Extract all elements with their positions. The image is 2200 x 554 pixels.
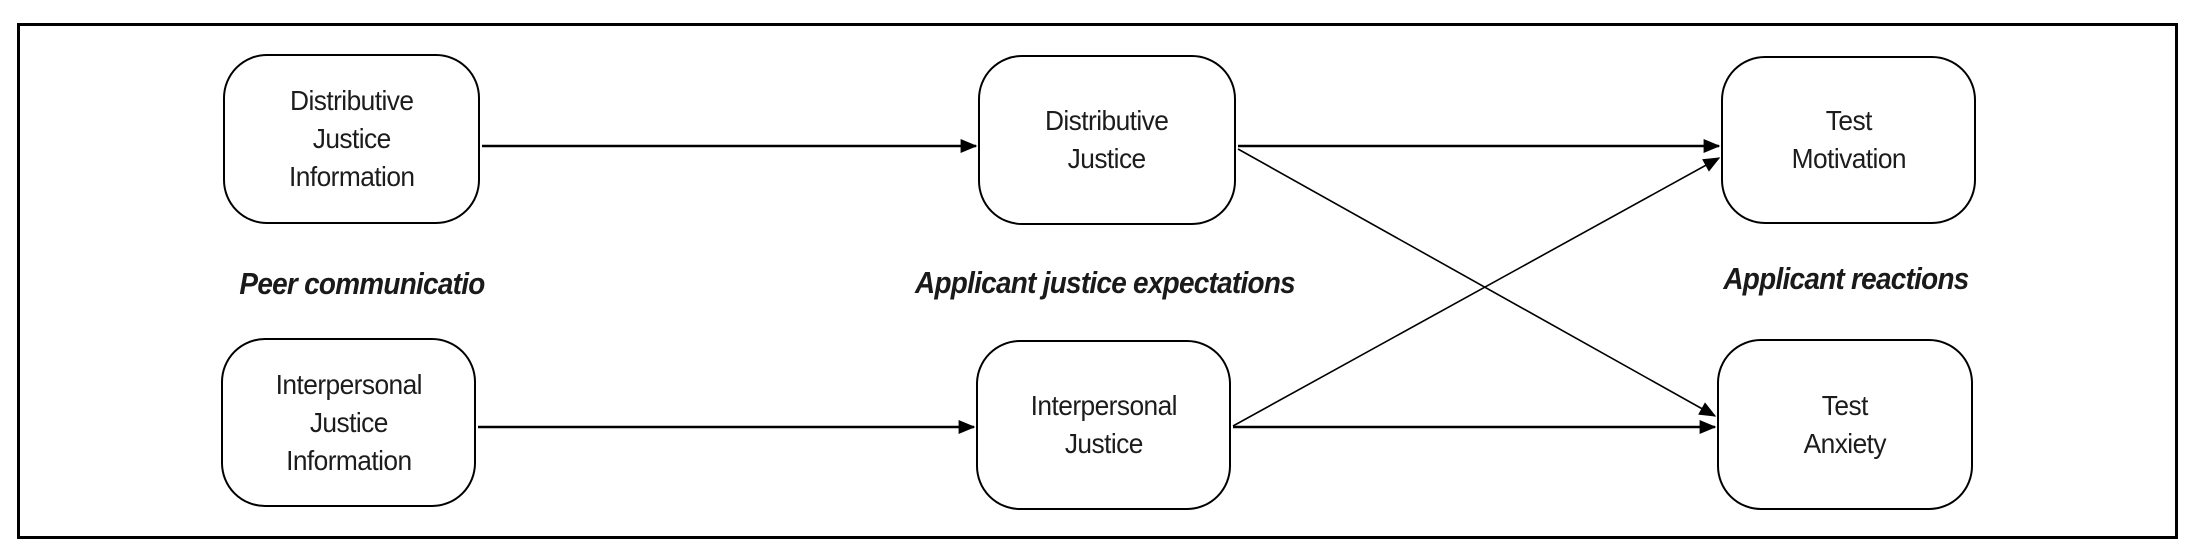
node-text-line: Justice: [1068, 143, 1147, 174]
node-text-line: Interpersonal: [1030, 390, 1177, 421]
node-text-line: Interpersonal: [275, 368, 422, 400]
node-text-line: Distributive: [289, 85, 414, 116]
node-text-line: Information: [288, 161, 415, 192]
node-test-motivation: Test Motivation: [1721, 56, 1976, 224]
node-test-anxiety-label: Test Anxiety: [1803, 387, 1887, 463]
node-interpersonal-justice-information-label: Interpersonal Justice Information: [275, 366, 422, 480]
node-text-line: Information: [285, 444, 412, 476]
node-text-line: Test: [1825, 105, 1872, 136]
node-text-line: Justice: [312, 123, 392, 154]
node-distributive-justice-label: Distributive Justice: [1045, 102, 1169, 178]
section-label-applicant-justice-expectations: Applicant justice expectations: [915, 265, 1296, 300]
node-interpersonal-justice: Interpersonal Justice: [976, 340, 1231, 510]
node-test-motivation-label: Test Motivation: [1791, 102, 1906, 178]
node-interpersonal-justice-label: Interpersonal Justice: [1030, 387, 1177, 463]
node-text-line: Distributive: [1045, 105, 1169, 136]
node-text-line: Motivation: [1791, 143, 1906, 174]
node-text-line: Test: [1821, 389, 1869, 421]
section-label-applicant-reactions: Applicant reactions: [1723, 261, 1969, 296]
node-text-line: Anxiety: [1803, 427, 1887, 459]
node-distributive-justice-information: Distributive Justice Information: [223, 54, 480, 224]
node-test-anxiety: Test Anxiety: [1717, 339, 1973, 510]
node-distributive-justice: Distributive Justice: [978, 55, 1236, 225]
node-text-line: Justice: [1064, 428, 1144, 459]
section-label-peer-communication: Peer communicatio: [239, 266, 485, 301]
node-interpersonal-justice-information: Interpersonal Justice Information: [221, 338, 476, 507]
node-distributive-justice-information-label: Distributive Justice Information: [288, 82, 415, 196]
node-text-line: Justice: [309, 406, 389, 438]
